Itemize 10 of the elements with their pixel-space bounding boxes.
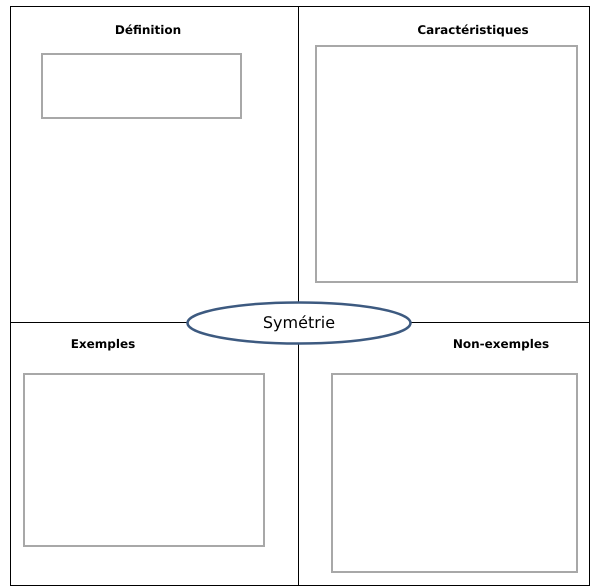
topic-title: Symétrie: [262, 312, 336, 334]
empty-box: [41, 53, 242, 119]
empty-box: [331, 373, 578, 573]
quadrant-heading: Caractéristiques: [417, 22, 529, 39]
empty-box: [315, 45, 578, 283]
empty-box: [23, 373, 265, 547]
quadrant-heading: Non-exemples: [452, 336, 550, 353]
quadrant-heading: Exemples: [70, 336, 136, 353]
quadrant-heading: Définition: [114, 22, 182, 39]
topic-ellipse: [186, 301, 412, 345]
